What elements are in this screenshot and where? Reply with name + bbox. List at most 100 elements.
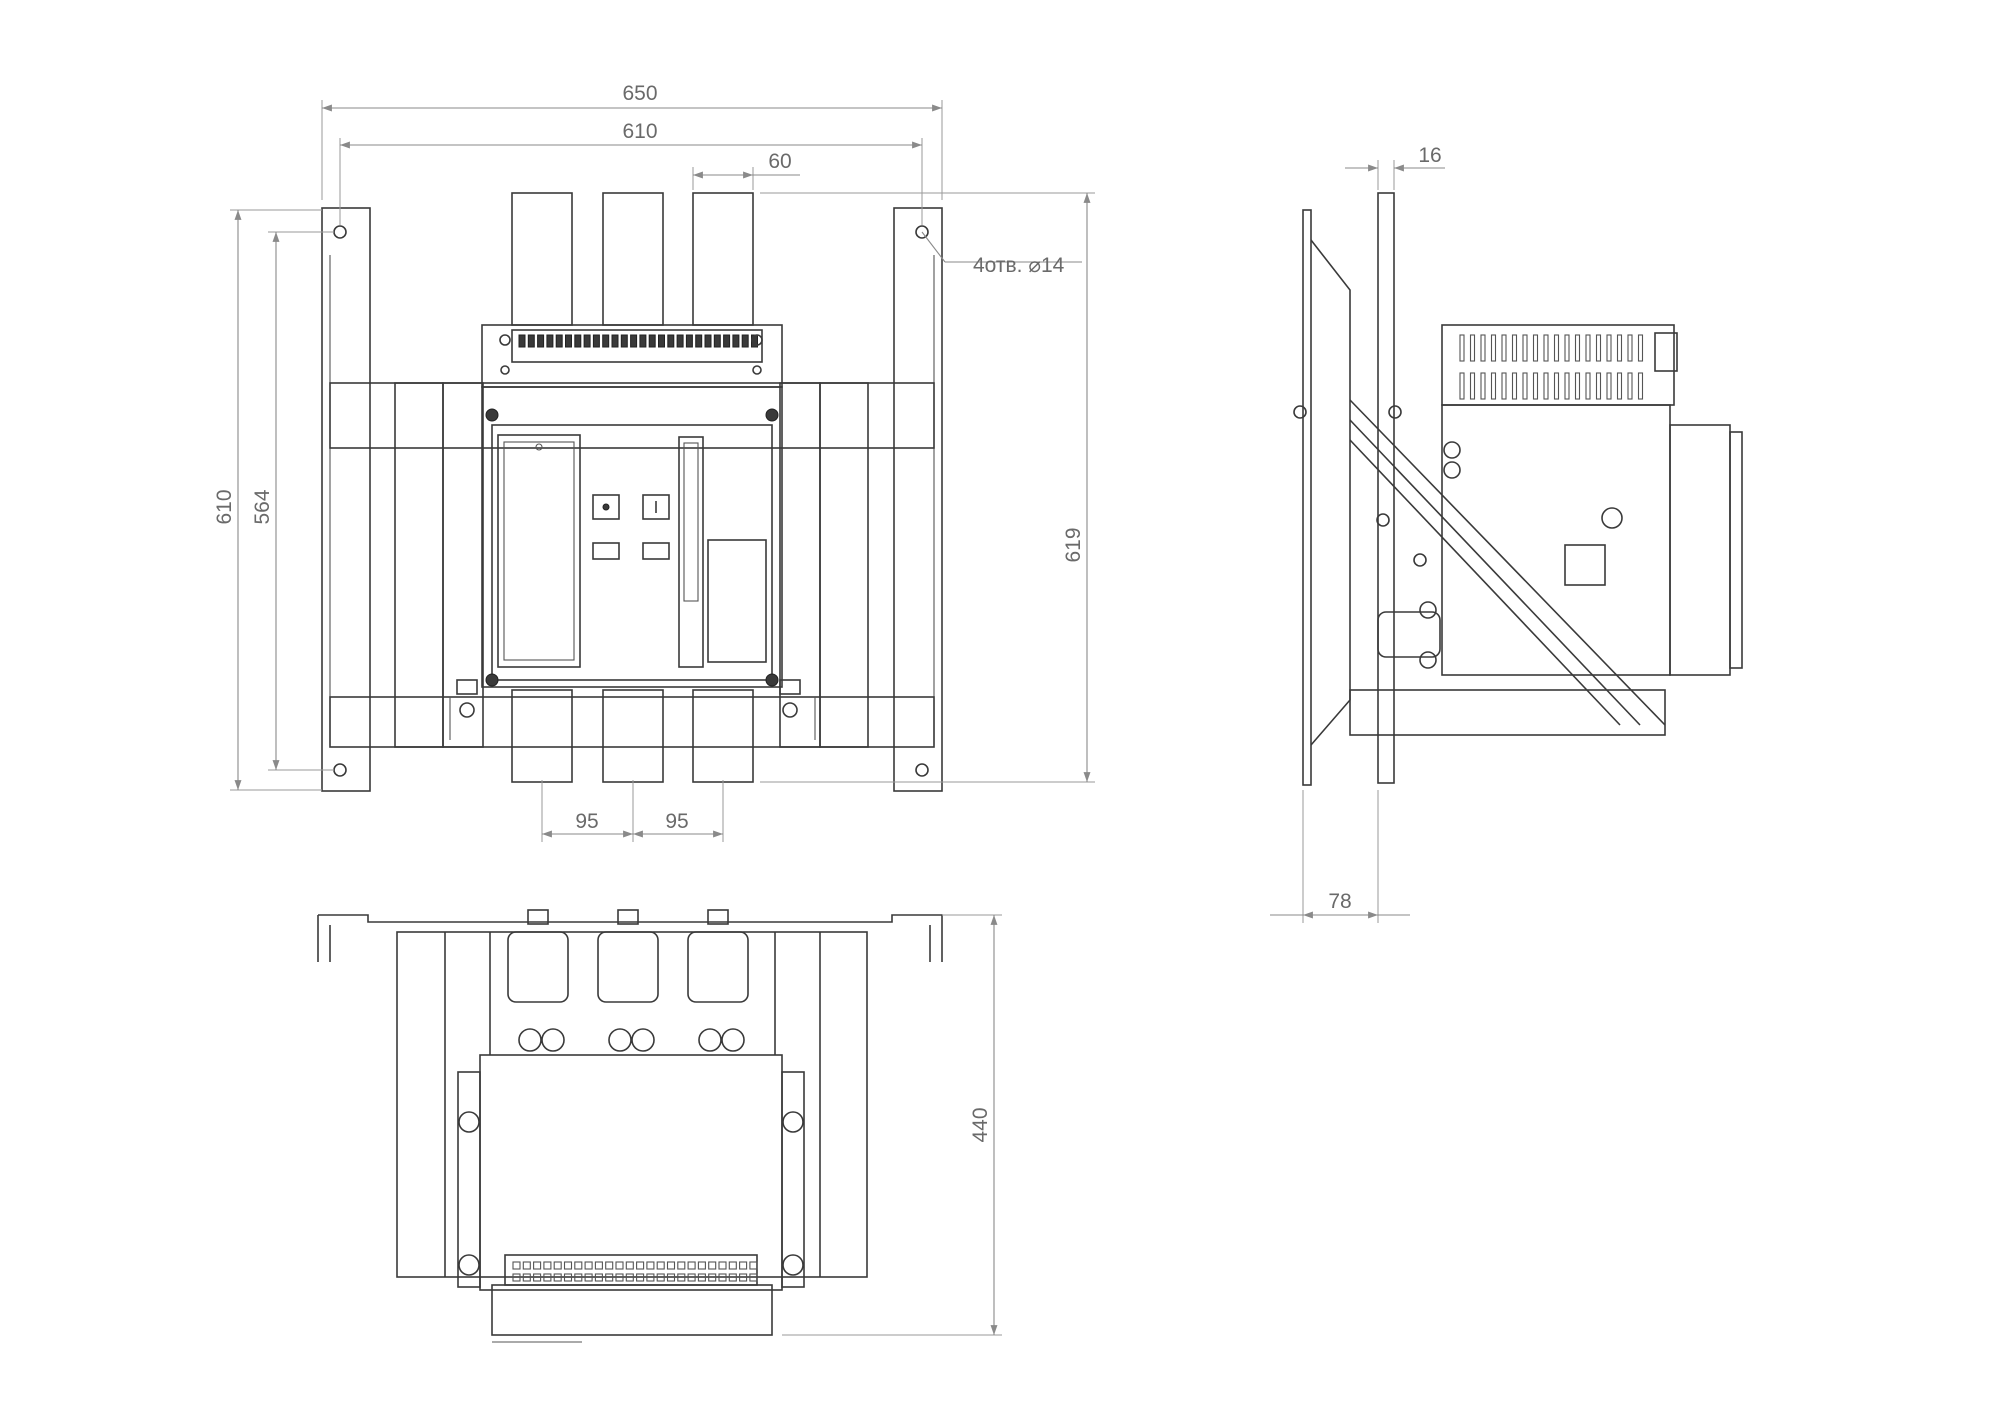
terminal-pin <box>667 334 675 348</box>
vent-slot <box>1480 372 1486 400</box>
dim-label-95-left: 95 <box>575 810 598 833</box>
vent-slot <box>1595 334 1602 362</box>
terminal-screw <box>625 1273 634 1282</box>
dim-label-564: 564 <box>251 489 274 524</box>
terminal-screw <box>728 1261 737 1270</box>
terminal-screw <box>512 1261 521 1270</box>
terminal-pin <box>713 334 721 348</box>
vent-slot <box>1532 334 1539 362</box>
vent-slot <box>1616 372 1623 400</box>
terminal-pin <box>723 334 731 348</box>
front-view <box>321 192 943 792</box>
vent-slot <box>1627 334 1633 362</box>
terminal-screw <box>543 1273 552 1282</box>
terminal-screw <box>522 1273 531 1282</box>
terminal-screw <box>708 1261 717 1270</box>
terminal-pin <box>685 334 693 348</box>
terminal-screw <box>728 1273 737 1282</box>
terminal-pin <box>611 334 619 348</box>
dim-label-16: 16 <box>1418 144 1441 167</box>
terminal-pin <box>592 334 600 348</box>
vent-slot <box>1459 334 1465 362</box>
terminal-pin <box>574 334 582 348</box>
vent-slot <box>1469 372 1476 400</box>
terminal-screw <box>656 1273 665 1282</box>
terminal-screw <box>687 1273 696 1282</box>
terminal-pin <box>620 334 628 348</box>
rack-handle <box>678 436 704 668</box>
vent-slot <box>1564 372 1570 400</box>
vent-slot <box>1637 372 1644 400</box>
terminal-screw <box>646 1261 655 1270</box>
trip-unit-panel <box>497 434 581 668</box>
dim-label-610-height: 610 <box>213 489 236 524</box>
terminal-screw <box>666 1261 676 1270</box>
vent-slot <box>1637 334 1644 362</box>
dim-label-650: 650 <box>622 82 657 105</box>
dim-label-78: 78 <box>1328 890 1351 913</box>
vent-slot <box>1490 372 1497 400</box>
terminal-pin <box>565 334 572 348</box>
terminal-pin <box>630 334 638 348</box>
terminal-screw <box>636 1261 645 1270</box>
vent-slot <box>1574 334 1581 362</box>
terminal-screw <box>615 1261 624 1270</box>
upper-cross-bar <box>329 382 935 449</box>
terminal-pin <box>537 334 545 348</box>
vent-slot <box>1501 334 1507 362</box>
terminal-pin <box>555 334 563 348</box>
vent-slot <box>1574 372 1581 400</box>
vent-slot <box>1606 372 1612 400</box>
busbar-top <box>511 192 573 326</box>
terminal-screw <box>625 1261 634 1270</box>
busbar-bottom <box>602 689 664 783</box>
vent-slot <box>1553 372 1560 400</box>
side-view <box>1293 192 1743 786</box>
terminal-screw <box>677 1273 686 1282</box>
terminal-screw <box>677 1261 686 1270</box>
side-rail <box>1377 192 1395 784</box>
terminal-screw <box>563 1261 573 1270</box>
holes-note: 4отв. ⌀14 <box>973 254 1065 277</box>
terminal-screw <box>543 1261 552 1270</box>
terminal-screw <box>574 1273 583 1282</box>
vent-slot <box>1490 334 1497 362</box>
terminal-pin <box>518 334 526 348</box>
terminal-screw <box>708 1273 717 1282</box>
dimension-lines: 650 610 60 610 564 619 4отв. ⌀14 <box>213 82 1445 1336</box>
terminal-screw <box>584 1261 593 1270</box>
terminal-screw <box>533 1273 542 1282</box>
terminal-pin <box>602 334 610 348</box>
mounting-hole <box>915 225 929 239</box>
busbar-bottom <box>511 689 573 783</box>
terminal-pin <box>732 334 740 348</box>
terminal-pin <box>741 334 749 348</box>
terminal-screw <box>605 1273 614 1282</box>
position-window <box>707 539 767 663</box>
terminal-screw <box>666 1273 676 1282</box>
side-flange <box>1302 209 1312 786</box>
vent-slot <box>1511 372 1518 400</box>
terminal-pin <box>648 334 656 348</box>
terminal-screw <box>574 1261 583 1270</box>
terminal-pin <box>695 334 703 348</box>
lower-cross-bar <box>329 696 935 748</box>
on-button <box>642 494 670 520</box>
terminal-screw <box>584 1273 593 1282</box>
terminal-screw <box>656 1261 665 1270</box>
vent-slot <box>1595 372 1602 400</box>
terminal-pin <box>546 334 554 348</box>
busbar-bottom <box>692 689 754 783</box>
vent-slot <box>1501 372 1507 400</box>
terminal-screw <box>749 1273 758 1282</box>
secondary-terminal-block <box>481 324 783 388</box>
vent-slot <box>1522 334 1528 362</box>
dim-label-440: 440 <box>969 1107 992 1142</box>
off-button <box>592 494 620 520</box>
terminal-screw <box>636 1273 645 1282</box>
terminal-screw <box>739 1261 748 1270</box>
terminal-strip <box>518 334 758 348</box>
mounting-hole <box>333 225 347 239</box>
dim-label-95-right: 95 <box>665 810 688 833</box>
ventilation-slots <box>1459 334 1644 400</box>
